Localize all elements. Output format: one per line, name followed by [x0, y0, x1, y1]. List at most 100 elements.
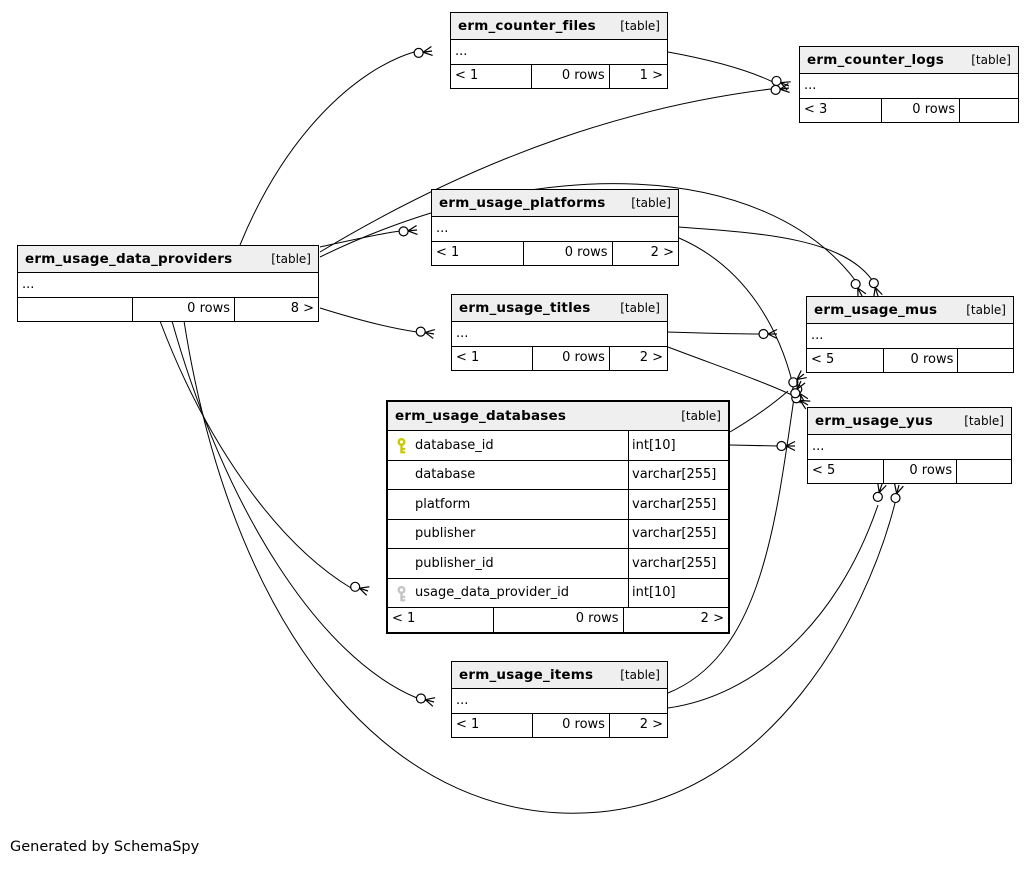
- parents-count: < 1: [456, 717, 480, 732]
- table-header: erm_usage_platforms [table]: [432, 190, 678, 217]
- column-row[interactable]: publisher_id varchar[255]: [388, 549, 728, 579]
- collapsed-columns[interactable]: ...: [432, 217, 678, 241]
- table-footer: < 1 0 rows 2 >: [388, 608, 728, 632]
- children-count: 1 >: [608, 65, 667, 88]
- cardinality-circle: [415, 693, 427, 704]
- children-count: [957, 349, 1013, 372]
- parents-count: < 5: [811, 352, 835, 367]
- relationship-line-erm_usage_titles-to-erm_usage_mus: [667, 331, 761, 335]
- table-type-label: [table]: [271, 252, 311, 266]
- parents-count: < 1: [392, 611, 416, 626]
- table-erm_counter_files[interactable]: erm_counter_files [table] ... < 1 0 rows…: [450, 12, 668, 89]
- cardinality-circle: [350, 581, 361, 592]
- row-count: 0 rows: [531, 347, 609, 370]
- table-erm_usage_titles[interactable]: erm_usage_titles [table] ... < 1 0 rows …: [451, 294, 668, 371]
- key-glyph: [397, 585, 406, 602]
- table-erm_usage_items[interactable]: erm_usage_items [table] ... < 1 0 rows 2…: [451, 661, 668, 738]
- table-header: erm_usage_databases [table]: [388, 402, 728, 431]
- table-type-label: [table]: [681, 409, 721, 423]
- crowfoot-marker: [350, 581, 370, 596]
- column-name: publisher_id: [415, 555, 494, 571]
- table-erm_usage_mus[interactable]: erm_usage_mus [table] ... < 5 0 rows: [806, 296, 1014, 373]
- relationship-line-erm_counter_files-to-erm_counter_logs: [667, 51, 774, 83]
- relationship-line-erm_usage_databases-to-erm_usage_mus: [729, 390, 789, 433]
- crowfoot-marker: [868, 278, 883, 298]
- table-type-label: [table]: [620, 19, 660, 33]
- cardinality-circle: [776, 440, 787, 452]
- primary-key-icon: [388, 436, 415, 454]
- table-name: erm_usage_data_providers: [25, 251, 233, 267]
- collapsed-columns[interactable]: ...: [800, 74, 1018, 98]
- cardinality-circle: [413, 47, 424, 58]
- table-type-label: [table]: [620, 668, 660, 682]
- children-count: 2 >: [608, 347, 667, 370]
- table-header: erm_usage_titles [table]: [452, 295, 667, 322]
- table-erm_usage_yus[interactable]: erm_usage_yus [table] ... < 5 0 rows: [807, 407, 1012, 484]
- table-erm_usage_platforms[interactable]: erm_usage_platforms [table] ... < 1 0 ro…: [431, 189, 679, 266]
- children-count: 2 >: [608, 714, 667, 737]
- table-header: erm_usage_data_providers [table]: [18, 246, 318, 273]
- column-name: publisher: [415, 526, 476, 542]
- crowfoot-marker: [770, 83, 790, 95]
- children-count: 8 >: [234, 298, 318, 321]
- relationship-line-erm_usage_data_providers-to-erm_counter_files: [239, 51, 415, 246]
- table-name: erm_usage_items: [459, 667, 594, 683]
- cardinality-circle: [770, 84, 781, 95]
- table-footer: < 1 0 rows 2 >: [452, 713, 667, 737]
- table-footer: 0 rows 8 >: [18, 297, 318, 321]
- collapsed-columns[interactable]: ...: [452, 689, 667, 713]
- row-count: 0 rows: [883, 349, 957, 372]
- cardinality-circle: [868, 278, 879, 289]
- table-header: erm_counter_files [table]: [451, 13, 667, 40]
- no-key-spacer: [388, 503, 415, 505]
- relationship-line-erm_usage_titles-to-erm_usage_yus: [667, 346, 795, 397]
- children-count: 2 >: [622, 608, 728, 632]
- column-name: database: [415, 467, 476, 483]
- parents-count: < 1: [436, 245, 460, 260]
- row-count: 0 rows: [880, 99, 959, 122]
- table-name: erm_counter_files: [458, 18, 596, 34]
- collapsed-columns[interactable]: ...: [807, 324, 1013, 348]
- parents-count: < 3: [804, 102, 828, 117]
- row-count: 0 rows: [530, 65, 609, 88]
- table-name: erm_usage_platforms: [439, 195, 606, 211]
- collapsed-columns[interactable]: ...: [452, 322, 667, 346]
- table-type-label: [table]: [966, 303, 1006, 317]
- table-type-label: [table]: [971, 53, 1011, 67]
- table-header: erm_usage_mus [table]: [807, 297, 1013, 324]
- collapsed-columns[interactable]: ...: [18, 273, 318, 297]
- relationship-line-erm_usage_data_providers-to-erm_usage_mus: [319, 183, 856, 281]
- table-footer: < 5 0 rows: [808, 459, 1011, 483]
- relationship-line-erm_usage_platforms-to-erm_usage_mus: [678, 226, 873, 281]
- parents-count: < 1: [456, 350, 480, 365]
- collapsed-columns[interactable]: ...: [808, 435, 1011, 459]
- table-header: erm_usage_items [table]: [452, 662, 667, 689]
- table-footer: < 5 0 rows: [807, 348, 1013, 372]
- children-count: 2 >: [611, 242, 678, 265]
- crowfoot-marker: [415, 326, 435, 339]
- table-erm_counter_logs[interactable]: erm_counter_logs [table] ... < 3 0 rows: [799, 46, 1019, 123]
- table-type-label: [table]: [620, 301, 660, 315]
- table-type-label: [table]: [631, 196, 671, 210]
- row-count: 0 rows: [523, 242, 612, 265]
- cardinality-circle: [771, 75, 782, 87]
- parents-count: [18, 298, 132, 321]
- table-footer: < 1 0 rows 2 >: [452, 346, 667, 370]
- table-type-label: [table]: [964, 414, 1004, 428]
- column-name: platform: [415, 496, 471, 512]
- crowfoot-marker: [758, 328, 778, 340]
- column-type: varchar[255]: [628, 549, 728, 578]
- collapsed-columns[interactable]: ...: [451, 40, 667, 64]
- table-erm_usage_data_providers[interactable]: erm_usage_data_providers [table] ... 0 r…: [17, 245, 319, 322]
- crowfoot-marker: [398, 225, 418, 237]
- relationship-line-erm_usage_data_providers-to-erm_usage_titles: [319, 307, 418, 333]
- table-name: erm_usage_titles: [459, 300, 591, 316]
